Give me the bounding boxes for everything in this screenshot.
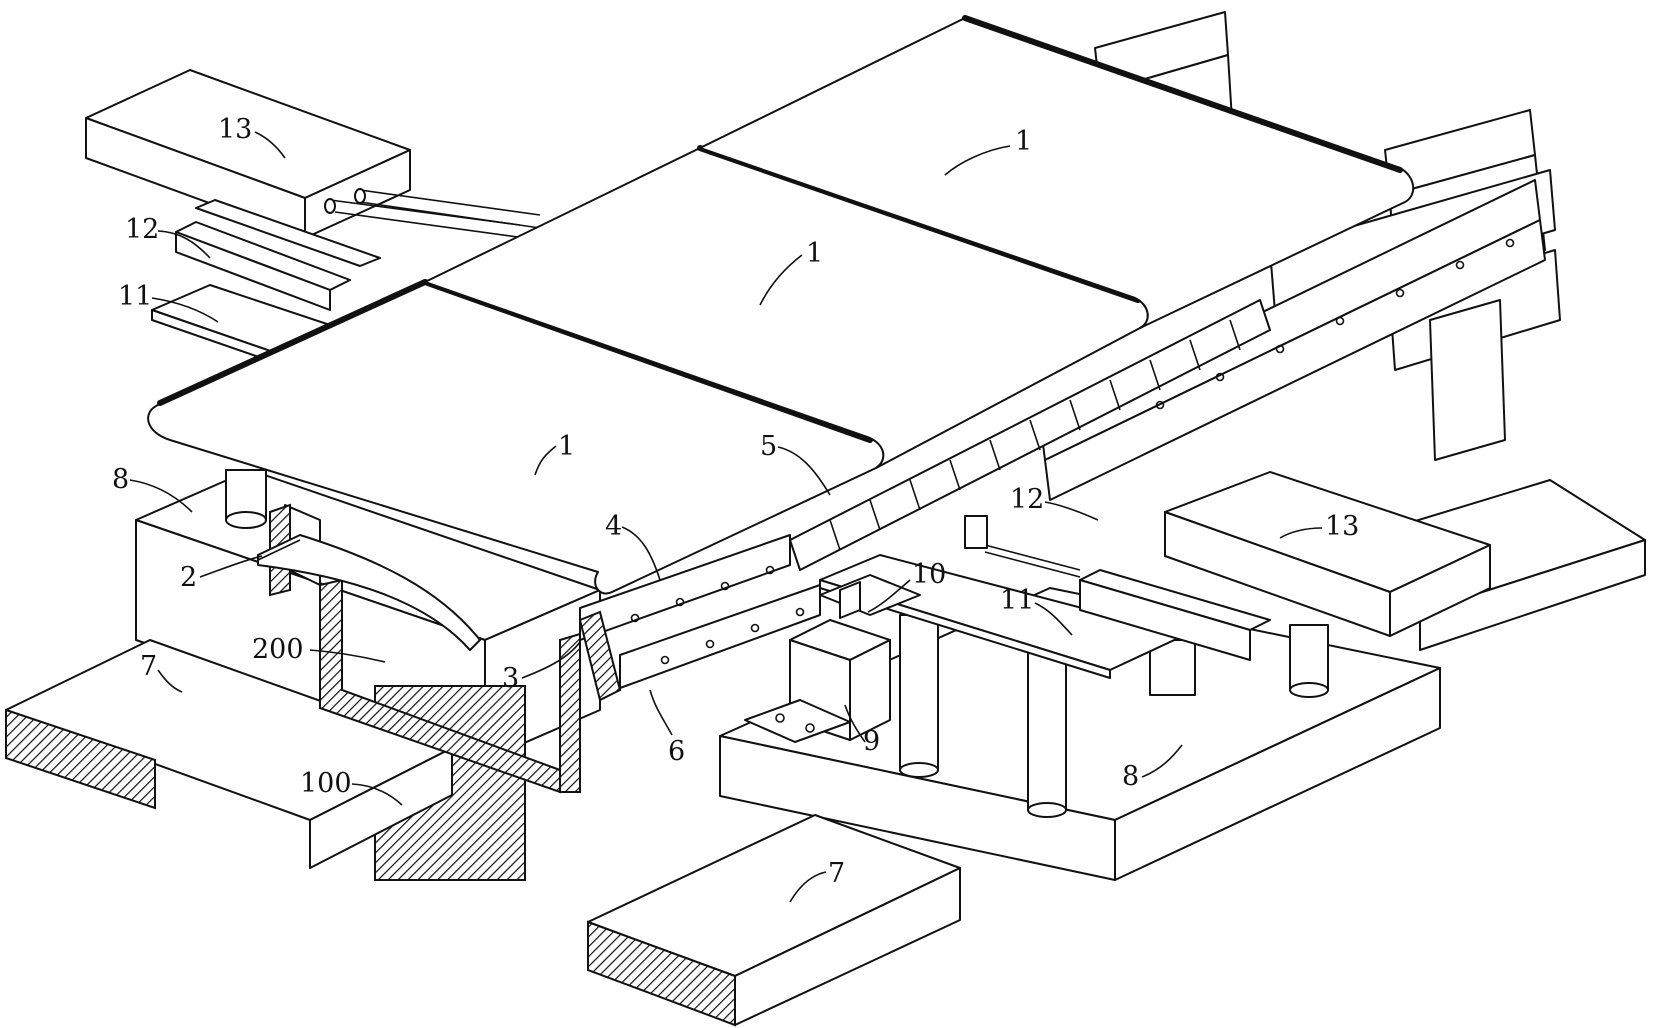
label-rail-left: 12 [125,214,211,259]
svg-text:1: 1 [806,238,823,269]
left-drive-box [85,69,411,239]
part-10-bracket [819,574,921,619]
svg-text:7: 7 [140,651,157,682]
svg-text:11: 11 [1000,585,1034,616]
label-base-left: 8 [112,464,193,513]
label-part-3: 3 [502,641,581,694]
svg-text:11: 11 [118,281,152,312]
svg-text:4: 4 [605,511,622,542]
left-rods [324,188,541,239]
label-platform-left: 11 [118,281,219,323]
svg-text:200: 200 [252,634,304,665]
curved-guide-plate [257,534,481,651]
svg-text:2: 2 [180,562,197,593]
label-rail-right: 12 [1010,484,1099,521]
svg-text:10: 10 [912,559,946,590]
label-part-10: 10 [867,559,946,613]
label-slab-left: 7 [140,651,183,693]
left-slide-rail [175,199,381,311]
svg-text:8: 8 [112,464,129,495]
svg-text:6: 6 [668,736,685,767]
deck-side-members [578,534,821,702]
svg-text:3: 3 [502,663,519,694]
right-slide-rail [964,515,1271,661]
front-concrete-slab [587,814,961,1027]
label-slab-front: 7 [789,858,845,903]
label-box-left: 13 [218,114,286,159]
label-part-6: 6 [649,689,685,767]
svg-text:5: 5 [760,431,777,462]
svg-text:100: 100 [300,768,352,799]
left-concrete-slab [5,639,453,869]
right-drive-box [1164,471,1491,637]
deck-block-row [789,299,1271,571]
label-plate-c: 1 [944,126,1032,176]
label-part-5: 5 [760,431,831,496]
label-plate-a: 1 [534,431,575,476]
svg-text:12: 12 [125,214,159,245]
svg-text:1: 1 [1015,126,1032,157]
deck-panel-rear [699,15,1415,329]
svg-text:1: 1 [558,431,575,462]
label-channel: 200 [252,634,386,665]
svg-text:13: 13 [218,114,252,145]
label-plate-b: 1 [759,238,823,306]
vertical-support-block [744,619,891,743]
svg-text:13: 13 [1325,511,1359,542]
svg-text:9: 9 [863,726,880,757]
svg-text:7: 7 [828,858,845,889]
label-pier: 100 [300,768,403,806]
label-base-right: 8 [1122,744,1183,792]
right-guide-rail [1039,179,1546,501]
label-part-9: 9 [844,704,880,757]
svg-text:8: 8 [1122,761,1139,792]
label-platform-right: 11 [1000,585,1073,636]
svg-text:12: 12 [1010,484,1044,515]
label-box-right: 13 [1279,511,1359,542]
rail-bolt-holes [1155,238,1515,410]
label-part-2: 2 [180,555,263,593]
label-part-4: 4 [605,511,661,581]
